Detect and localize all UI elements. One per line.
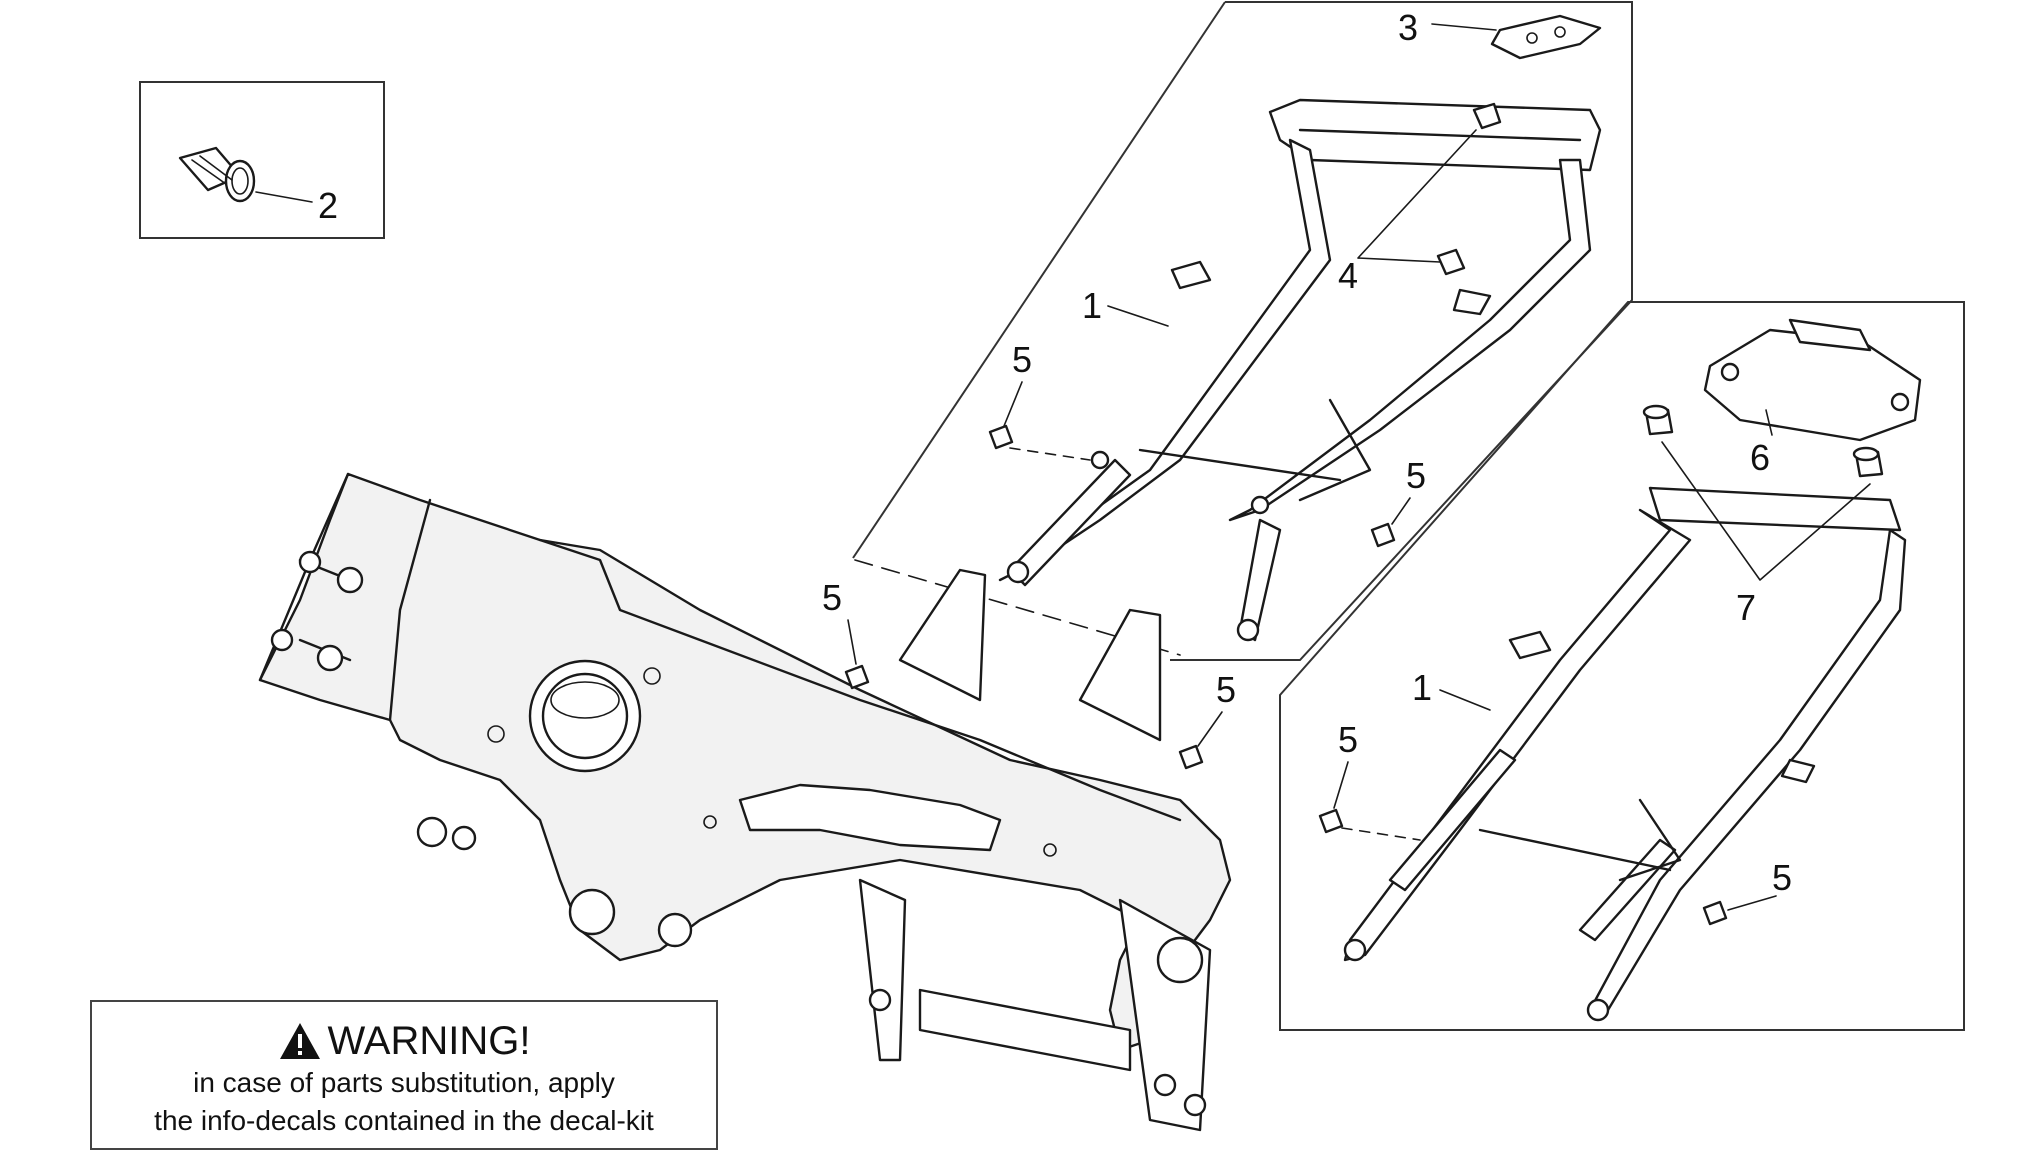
- leader-part-6: [1765, 409, 1773, 436]
- warning-triangle-icon: [279, 1023, 320, 1059]
- callout-5-main-right: 5: [1216, 669, 1236, 710]
- group-outline-upper-left-edge: [852, 1, 1226, 559]
- bracket-part-6: [1703, 318, 1922, 442]
- bolt-part-5: [844, 424, 1728, 926]
- bracket-part-3: [1490, 14, 1602, 60]
- callout-5-upper-left: 5: [1012, 339, 1032, 380]
- callout-6: 6: [1750, 437, 1770, 478]
- warning-line-1: in case of parts substitution, apply: [193, 1067, 615, 1098]
- bolt-leaders: [847, 381, 1777, 911]
- spacer-part-7: [1642, 404, 1884, 478]
- callout-5-upper-right: 5: [1406, 455, 1426, 496]
- inset-box-part-2: [139, 81, 385, 239]
- group-outline-lower-subframe: [1279, 301, 1965, 1031]
- main-frame: [258, 472, 1232, 1132]
- callout-2: 2: [318, 185, 338, 226]
- callout-4: 4: [1338, 255, 1358, 296]
- lower-subframe: [1343, 486, 1907, 1022]
- warning-title: WARNING!: [327, 1019, 531, 1063]
- warning-line-2: the info-decals contained in the decal-k…: [154, 1105, 654, 1136]
- leader-part-4: [1357, 129, 1477, 263]
- subframe-leaders: [1107, 305, 1491, 711]
- callout-1-upper: 1: [1082, 285, 1102, 326]
- callout-5-lower-left: 5: [1338, 719, 1358, 760]
- warning-notice: WARNING! in case of parts substitution, …: [90, 1000, 718, 1150]
- group-outline-upper-subframe: [1170, 1, 1633, 661]
- leader-part-7: [1661, 441, 1871, 581]
- callout-1-lower: 1: [1412, 667, 1432, 708]
- callout-5-lower-right: 5: [1772, 857, 1792, 898]
- callout-7: 7: [1736, 587, 1756, 628]
- frame-plug-part: [178, 146, 256, 203]
- callout-5-main-left: 5: [822, 577, 842, 618]
- leader-part-3: [1431, 23, 1497, 31]
- leader-part-2: [255, 191, 313, 203]
- upper-subframe: [998, 98, 1602, 642]
- warning-title-row: WARNING!: [92, 1018, 716, 1064]
- callout-3: 3: [1398, 7, 1418, 48]
- clip-part-4: [1436, 102, 1502, 276]
